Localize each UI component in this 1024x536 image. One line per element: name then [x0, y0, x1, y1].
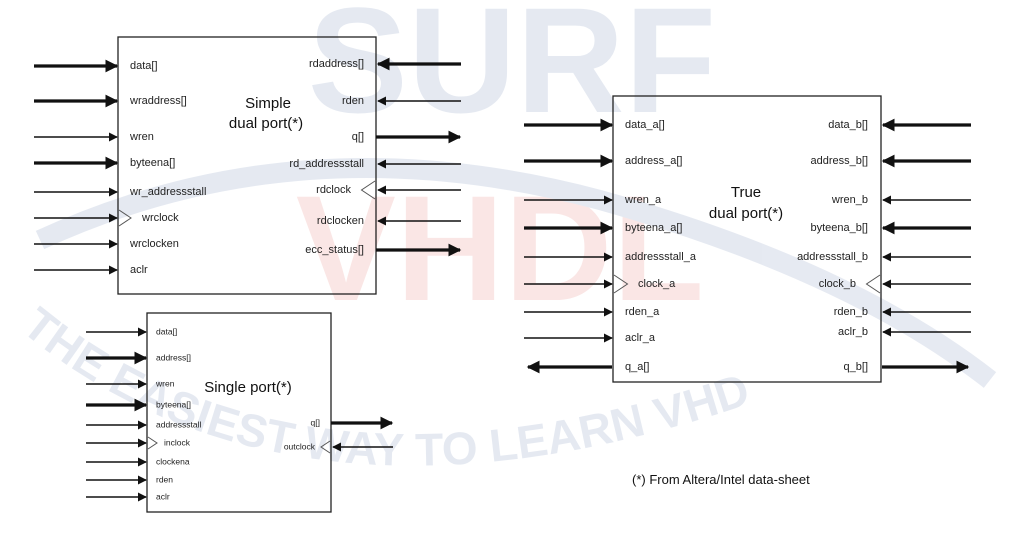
simple-dual-port-title-line2: dual port(*): [229, 115, 303, 132]
tdp-clock-b-clock-icon: [865, 274, 881, 294]
simple-dual-port-title-line1: Simple: [245, 95, 291, 112]
sp-pin-byteena: byteena[]: [156, 399, 191, 409]
sp-pin-address: address[]: [156, 352, 191, 362]
sp-pin-addressstall: addressstall: [156, 419, 201, 429]
tdp-pin-q-b: q_b[]: [844, 361, 868, 373]
sdp-pin-rd-addressstall: rd_addressstall: [289, 158, 364, 170]
sdp-pin-byteena: byteena[]: [130, 157, 175, 169]
tdp-pin-wren-b: wren_b: [831, 194, 868, 206]
sdp-pin-q: q[]: [352, 131, 364, 143]
tdp-pin-rden-b: rden_b: [834, 306, 868, 318]
sp-pin-wren: wren: [155, 378, 175, 388]
tdp-pin-clock-b: clock_b: [819, 278, 856, 290]
sdp-pin-rden: rden: [342, 95, 364, 107]
tdp-pin-addressstall-b: addressstall_b: [797, 251, 868, 263]
sdp-pin-rdclock: rdclock: [316, 184, 351, 196]
single-port-title: Single port(*): [204, 379, 292, 396]
tdp-clock-a-clock-icon: [613, 274, 629, 294]
sp-inclock-clock-icon: [147, 436, 158, 450]
sp-outclock-clock-icon: [320, 440, 331, 454]
sdp-pin-wrclocken: wrclocken: [129, 238, 179, 250]
watermark-swoosh: [35, 158, 997, 388]
sp-pin-q: q[]: [311, 417, 320, 427]
tdp-pin-rden-a: rden_a: [625, 306, 660, 318]
tdp-pin-address-b: address_b[]: [811, 155, 868, 167]
tdp-pin-byteena-a: byteena_a[]: [625, 222, 683, 234]
sdp-pin-rdclocken: rdclocken: [317, 215, 364, 227]
single-port-box: [146, 312, 332, 513]
tdp-pin-aclr-a: aclr_a: [625, 332, 656, 344]
pin-group: data[] wraddress[] wren byteena[] wr_address…: [34, 57, 971, 502]
tdp-pin-data-a: data_a[]: [625, 119, 665, 131]
sdp-pin-wrclock: wrclock: [141, 212, 179, 224]
sdp-pin-rdaddress: rdaddress[]: [309, 58, 364, 70]
tdp-pin-address-a: address_a[]: [625, 155, 682, 167]
tdp-pin-q-a: q_a[]: [625, 361, 649, 373]
true-dual-port-title-line2: dual port(*): [709, 205, 783, 222]
tdp-pin-clock-a: clock_a: [638, 278, 676, 290]
tdp-pin-data-b: data_b[]: [828, 119, 868, 131]
footnote: (*) From Altera/Intel data-sheet: [632, 472, 810, 487]
sdp-pin-wren: wren: [129, 131, 154, 143]
sdp-pin-wraddress: wraddress[]: [129, 95, 187, 107]
tdp-pin-aclr-b: aclr_b: [838, 326, 868, 338]
tdp-pin-wren-a: wren_a: [624, 194, 662, 206]
sdp-pin-aclr: aclr: [130, 264, 148, 276]
sp-pin-outclock: outclock: [284, 441, 316, 451]
tdp-pin-byteena-b: byteena_b[]: [811, 222, 869, 234]
sp-pin-inclock: inclock: [164, 437, 191, 447]
sdp-pin-data: data[]: [130, 60, 158, 72]
sp-pin-data: data[]: [156, 326, 177, 336]
sdp-wrclock-clock-icon: [118, 209, 132, 227]
sdp-pin-ecc-status: ecc_status[]: [305, 244, 364, 256]
sp-pin-rden: rden: [156, 474, 173, 484]
sp-pin-aclr: aclr: [156, 491, 170, 501]
tdp-pin-addressstall-a: addressstall_a: [625, 251, 697, 263]
sp-pin-clockena: clockena: [156, 456, 190, 466]
true-dual-port-title-line1: True: [731, 184, 761, 201]
sdp-rdclock-clock-icon: [360, 180, 376, 200]
sdp-pin-wr-addressstall: wr_addressstall: [129, 186, 206, 198]
true-dual-port-box: [612, 95, 882, 383]
